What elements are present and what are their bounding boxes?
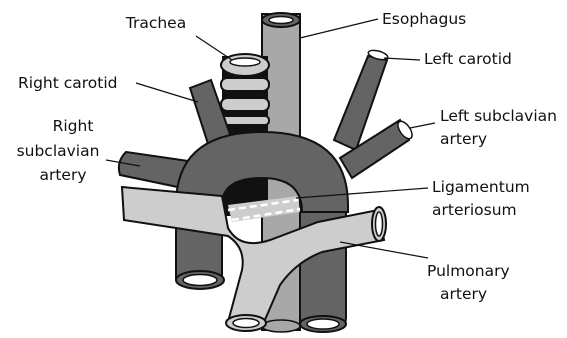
label-ligamentum-1: Ligamentum <box>432 178 530 196</box>
label-pulmonary-2: artery <box>440 285 487 303</box>
label-ligamentum-2: arteriosum <box>432 201 517 219</box>
label-right-subclavian-2: subclavian <box>17 142 100 160</box>
label-pulmonary-1: Pulmonary <box>427 262 510 280</box>
label-right-subclavian-3: artery <box>39 166 86 184</box>
label-left-carotid: Left carotid <box>424 50 512 68</box>
label-left-subclavian-1: Left subclavian <box>440 107 557 125</box>
label-right-subclavian-1: Right <box>53 117 94 135</box>
leader-right-carotid <box>136 83 198 102</box>
label-left-subclavian-2: artery <box>440 130 487 148</box>
leader-trachea <box>196 36 232 60</box>
leader-left-subclavian <box>410 123 435 128</box>
label-right-carotid: Right carotid <box>18 74 118 92</box>
label-esophagus: Esophagus <box>382 10 466 28</box>
leader-left-carotid <box>384 58 420 60</box>
leader-esophagus <box>300 19 378 38</box>
label-trachea: Trachea <box>125 14 186 32</box>
leader-pulmonary <box>340 242 428 258</box>
